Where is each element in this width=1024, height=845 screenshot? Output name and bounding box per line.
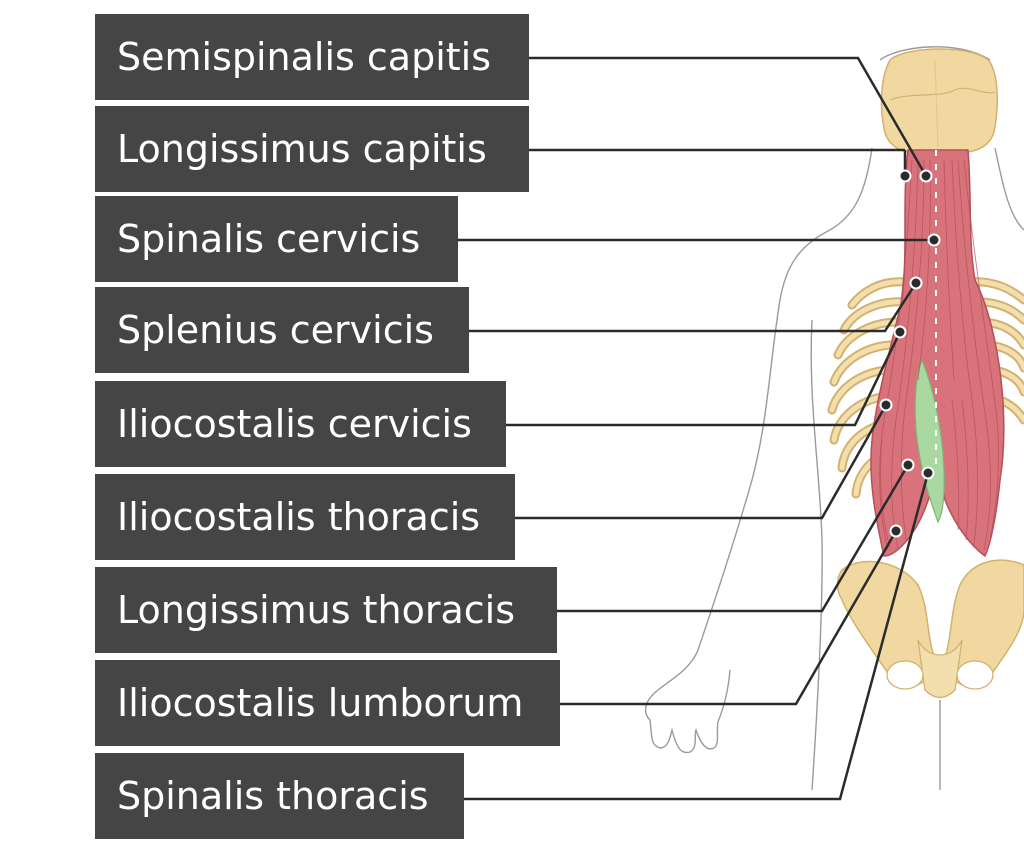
label-longissimus-capitis[interactable]: Longissimus capitis <box>95 106 529 192</box>
leader-line-splenius-cervicis <box>469 282 918 333</box>
dot-spinalis-cervicis <box>927 233 941 247</box>
leader-line-iliocostalis-thoracis <box>515 404 888 520</box>
leader-line-iliocostalis-cervicis <box>506 331 902 427</box>
skull <box>880 48 999 153</box>
leader-line-semispinalis-capitis <box>529 56 928 177</box>
label-spinalis-thoracis[interactable]: Spinalis thoracis <box>95 753 464 839</box>
label-iliocostalis-cervicis[interactable]: Iliocostalis cervicis <box>95 381 506 467</box>
label-spinalis-cervicis[interactable]: Spinalis cervicis <box>95 196 458 282</box>
leader-line-iliocostalis-lumborum <box>560 530 898 706</box>
dot-iliocostalis-lumborum <box>889 524 903 538</box>
leader-line-longissimus-thoracis <box>557 464 910 613</box>
dot-longissimus-capitis <box>898 169 912 183</box>
dot-spinalis-thoracis <box>921 466 935 480</box>
dot-iliocostalis-cervicis <box>893 325 907 339</box>
erector-spinae-muscles <box>870 149 1005 558</box>
dot-iliocostalis-thoracis <box>879 398 893 412</box>
endpoint-dots <box>879 169 941 538</box>
body-outline <box>644 46 1024 791</box>
leader-lines <box>458 56 934 801</box>
pelvis <box>836 559 1024 699</box>
label-iliocostalis-thoracis[interactable]: Iliocostalis thoracis <box>95 474 515 560</box>
label-splenius-cervicis[interactable]: Splenius cervicis <box>95 287 469 373</box>
label-semispinalis-capitis[interactable]: Semispinalis capitis <box>95 14 529 100</box>
dot-semispinalis-capitis <box>919 169 933 183</box>
dot-splenius-cervicis <box>909 276 923 290</box>
label-iliocostalis-lumborum[interactable]: Iliocostalis lumborum <box>95 660 560 746</box>
dot-longissimus-thoracis <box>901 458 915 472</box>
leader-line-spinalis-thoracis <box>464 472 930 801</box>
label-longissimus-thoracis[interactable]: Longissimus thoracis <box>95 567 557 653</box>
